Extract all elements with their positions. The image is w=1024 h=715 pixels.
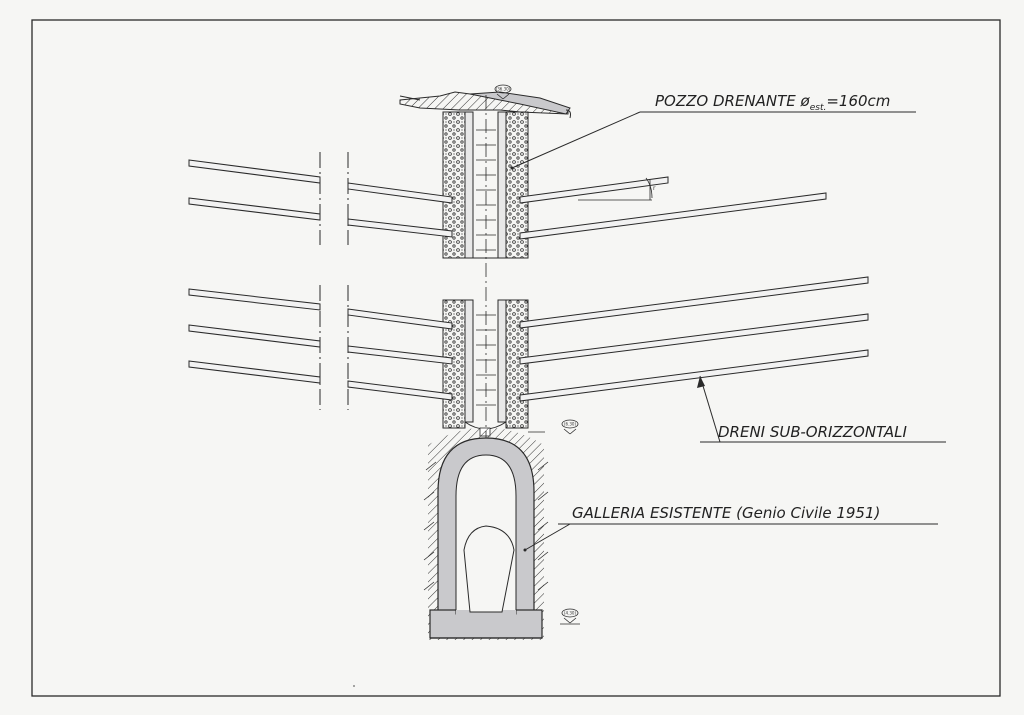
label-pozzo-drenante: POZZO DRENANTE øest.=160cm bbox=[510, 92, 916, 170]
elevation-mark-mid: (6.30) bbox=[528, 419, 579, 435]
sheet-border bbox=[31, 19, 1001, 697]
elevation-mark-bottom: (4.30) bbox=[560, 608, 580, 625]
existing-gallery bbox=[423, 427, 549, 640]
drainage-shaft-lower bbox=[442, 299, 529, 437]
svg-text:POZZO DRENANTE øest.=160cm: POZZO DRENANTE øest.=160cm bbox=[655, 92, 890, 113]
drainage-shaft-upper bbox=[442, 111, 529, 259]
label-galleria: GALLERIA ESISTENTE (Genio Civile 1951) bbox=[523, 504, 938, 552]
right-drains bbox=[519, 176, 869, 402]
break-lines bbox=[319, 152, 349, 410]
inclination-mark: r bbox=[578, 177, 656, 201]
paper-speck bbox=[353, 685, 355, 687]
svg-text:GALLERIA ESISTENTE (Genio Civi: GALLERIA ESISTENTE (Genio Civile 1951) bbox=[572, 504, 880, 522]
svg-text:DRENI SUB-ORIZZONTALI: DRENI SUB-ORIZZONTALI bbox=[718, 423, 907, 441]
svg-text:r: r bbox=[653, 185, 656, 192]
svg-text:(4.30): (4.30) bbox=[564, 611, 576, 616]
svg-text:(36.30): (36.30) bbox=[496, 87, 511, 92]
label-dreni: DRENI SUB-ORIZZONTALI bbox=[697, 375, 946, 443]
svg-text:(6.30): (6.30) bbox=[564, 422, 576, 427]
elevation-mark-top: (36.30) bbox=[494, 84, 512, 100]
left-drains bbox=[188, 159, 453, 401]
ground-surface bbox=[399, 91, 571, 119]
